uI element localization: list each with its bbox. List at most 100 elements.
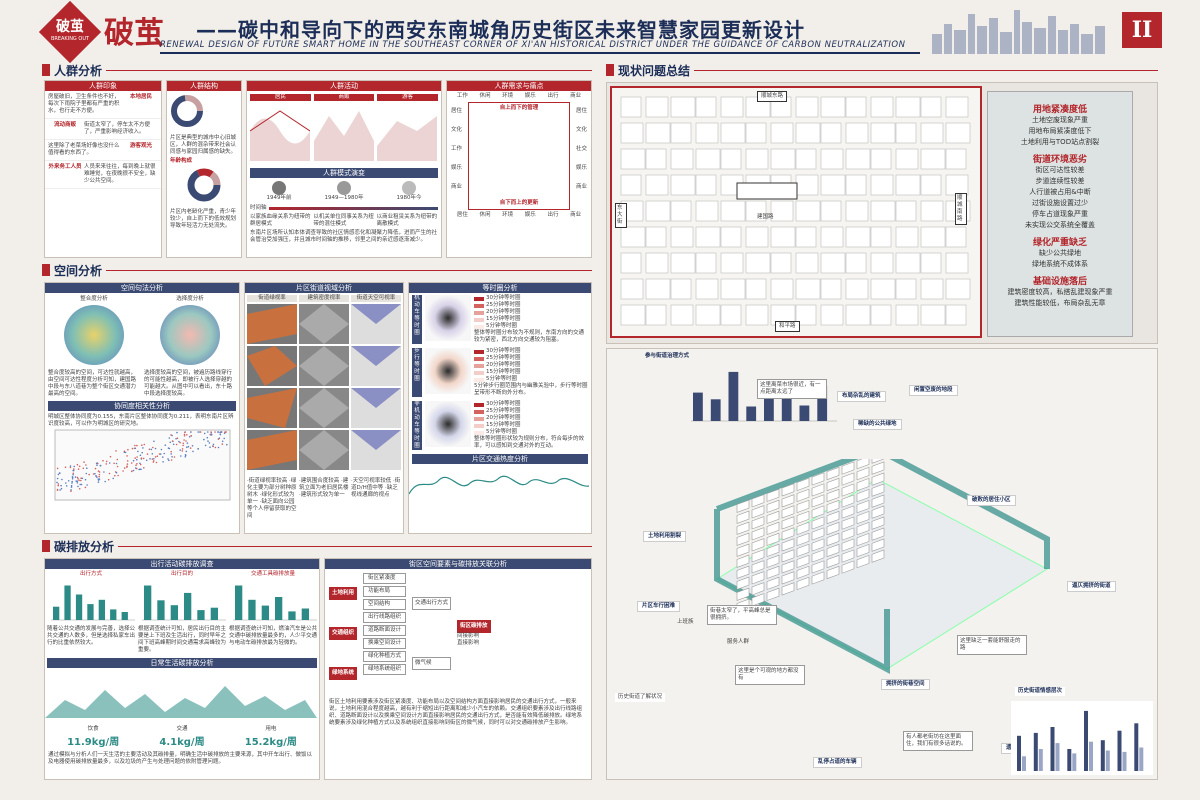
axo-block [796,554,810,569]
needs-right-col: 居住文化社交娱乐商业 [576,102,587,210]
isochrone-legend-item: 30分钟等时圈 [474,348,588,355]
scatter-point [86,484,88,486]
panel-header: 出行活动碳排放调查 [45,559,319,569]
factor-column: 土地利用交通组织绿地系统 [329,573,358,693]
road-label: 顺城南路 [955,193,967,225]
photo-label: 布局杂乱的建筑 [837,391,886,402]
impression-text: 这里除了老菜场好像也没什么值得看的东西了。 [48,143,120,156]
axonometric-model [714,459,1050,674]
legend-text: 20分钟等时圈 [486,415,521,421]
scatter-point [176,437,179,439]
mode-title: 人群模式演变 [250,168,438,178]
photo-label: 破败的居住小区 [967,495,1016,506]
street-note: ·街道绿视率较高 ·绿化主要为部分树种原树木 ·绿化形式较为单一 ·缺乏面向公园… [247,478,297,519]
flow-title: 片区交通热度分析 [412,454,588,464]
scatter-point [131,447,134,450]
trip-purpose-chart [142,585,226,621]
axo-block [766,532,780,546]
photo-label: 逼仄拥挤的街道 [1067,581,1116,592]
map-block [845,148,871,170]
map-block [870,174,894,196]
daily-stat-value: 11.9kg/周 [67,737,120,748]
factor-node: 土地利用 [329,586,358,600]
bar [275,597,283,620]
map-block [845,122,869,144]
scatter-point [97,481,100,483]
axo-block [841,516,855,530]
photo-label: 拥挤的街巷空间 [881,679,930,690]
scatter-point [113,462,115,465]
legend-swatch [474,363,484,368]
axo-block [766,587,780,601]
scatter-point [73,468,75,470]
legend-swatch [474,310,484,315]
scatter-point [76,480,79,482]
axo-block [826,543,840,558]
age-text: 片区内老龄化严重，青少年较少，自上而下的低效规划导致年轻活力无处流失。 [170,209,237,229]
bar [1033,732,1038,771]
scatter-point [169,441,171,444]
activity-col-label: 游客 [377,94,439,101]
isochrone-legend-item: 20分钟等时圈 [474,309,588,316]
map-block [745,304,769,326]
needs-item: 出行 [547,93,559,99]
bar [121,612,128,620]
street-sub-label: 街道天空可视率 [351,295,401,302]
section-label: 现状问题总结 [618,63,691,78]
map-block [670,226,694,248]
scatter-point [72,473,74,476]
bar [170,605,178,620]
axo-block [856,466,870,481]
scatter-point [132,469,135,472]
legend-text: 15分钟等时圈 [486,316,521,322]
activity-text: 东南片区场所认知本体调查导致的社区情感恋化和凝聚力降低，进而产生的社会管治受加强… [250,230,438,243]
axo-block [736,576,750,590]
map-block [945,148,967,170]
map-block [645,226,667,248]
summary-heading: 绿化严重缺乏 [1032,238,1087,248]
road-label: 建国路 [757,214,774,220]
axo-block [736,587,750,601]
mode-item: 以家族血缘关系为纽带的群居模式 [250,214,311,227]
needs-item: 环境 [502,93,514,99]
axo-block [751,582,765,596]
scatter-point [152,446,154,449]
crowd-activity-panel: 人群活动 居民 商贩 游客 人群模式演变 1949年前 1949—1980年 1… [246,80,442,258]
map-block [920,278,944,300]
map-block [720,122,746,144]
summary-line: 土地利用与TOD站点割裂 [1020,138,1100,146]
axo-block [736,510,750,524]
scatter-point [212,443,215,446]
isochrone-label: 机动车等时圈 [412,295,422,344]
map-block [870,96,894,118]
scatter-point [217,431,220,433]
daily-title: 日常生活碳排放分析 [47,658,317,668]
scatter-point [191,445,194,447]
scatter-point [210,433,213,436]
path-node: 交通出行方式 [412,596,452,610]
map-block [870,148,892,170]
panel-header: 人群活动 [247,81,441,91]
axo-block [751,571,765,585]
bar [728,371,739,421]
legend-swatch [474,416,484,421]
scatter-point [184,454,187,456]
item-node: 换乘空间设计 [363,638,407,649]
isochrone-legend-item: 15分钟等时圈 [474,369,588,376]
section-label: 碳排放分析 [54,539,115,554]
axo-block [796,510,810,525]
panel-header: 人群需求与痛点 [447,81,591,91]
axo-block [781,571,795,585]
axo-block [781,549,795,563]
map-block [620,148,646,170]
trip-carbon-panel: 出行活动碳排放调查 出行方式 随着公共交通的发展与完善，选择公共交通的人数多，但… [44,558,320,780]
daily-stat-label: 饮食 [87,726,99,732]
axo-block [841,538,855,552]
map-block [670,278,692,300]
axo-block [826,510,840,525]
scatter-point [183,435,186,437]
section-label: 空间分析 [54,263,103,278]
axo-block [826,477,840,492]
activity-radial-chart [313,111,374,161]
